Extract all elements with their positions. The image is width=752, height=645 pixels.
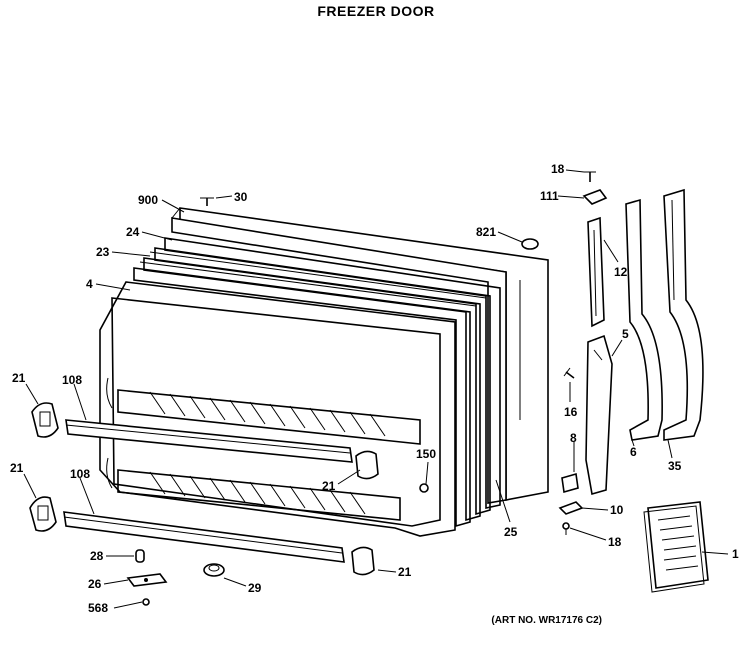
callout-568: 568: [88, 601, 108, 615]
callout-35: 35: [668, 459, 682, 473]
rail-end-caps: [29, 402, 379, 576]
callout-29: 29: [248, 581, 262, 595]
hinge-plate-5: [585, 334, 613, 496]
callout-labels: 18 111 900 30 24 821 23 12 4 5 21 108 16…: [10, 162, 739, 615]
hinge-pin-8: [561, 472, 579, 494]
art-number: (ART NO. WR17176 C2): [491, 615, 602, 626]
instruction-card: [643, 501, 709, 593]
screw-568: [142, 598, 150, 606]
diagram-title: FREEZER DOOR: [317, 3, 435, 19]
callout-16: 16: [564, 405, 578, 419]
callout-4: 4: [86, 277, 93, 291]
leader-lines: [23, 169, 729, 609]
callout-30: 30: [234, 190, 248, 204]
clip-26: [126, 573, 168, 587]
callout-18-top: 18: [551, 162, 565, 176]
hinge-bushing-10: [558, 501, 584, 515]
plug-150: [419, 483, 429, 493]
hinge-bracket-111: [582, 189, 608, 205]
shelf-ribs: [149, 391, 386, 515]
callout-23: 23: [96, 245, 110, 259]
card-text-lines: [657, 515, 699, 571]
callout-900: 900: [138, 193, 158, 207]
callout-26: 26: [88, 577, 102, 591]
upper-bin-rail: [65, 419, 353, 463]
callout-21-lower-left: 21: [10, 461, 24, 475]
callout-6: 6: [630, 445, 637, 459]
callout-8: 8: [570, 431, 577, 445]
plug-821: [521, 238, 539, 250]
callout-24: 24: [126, 225, 140, 239]
callout-821: 821: [476, 225, 496, 239]
callout-150: 150: [416, 447, 436, 461]
callout-108-upper: 108: [62, 373, 82, 387]
callout-28: 28: [90, 549, 104, 563]
screw-16: [563, 367, 575, 379]
callout-18-lower: 18: [608, 535, 622, 549]
stop-29: [203, 563, 225, 577]
handle-strap-6: [625, 198, 663, 441]
callout-111: 111: [540, 189, 559, 203]
door-gasket: [133, 237, 501, 528]
callout-25: 25: [504, 525, 518, 539]
callout-21-lower-right: 21: [398, 565, 412, 579]
hinge-screw-18: [584, 171, 596, 182]
callout-21-mid: 21: [322, 479, 336, 493]
spacer-28: [135, 549, 145, 563]
screw-30: [200, 197, 214, 206]
screw-18-lower: [562, 522, 570, 535]
callout-12: 12: [614, 265, 628, 279]
lower-bin-rail: [63, 511, 345, 563]
callout-21-upper-left: 21: [12, 371, 26, 385]
callout-5: 5: [622, 327, 629, 341]
outer-door-panel: [171, 207, 549, 504]
callout-108-lower: 108: [70, 467, 90, 481]
callout-10: 10: [610, 503, 624, 517]
inner-door-liner: [99, 281, 456, 537]
callout-1: 1: [732, 547, 739, 561]
hinge-cover-12: [587, 216, 605, 328]
handle-strap-35: [663, 188, 704, 441]
